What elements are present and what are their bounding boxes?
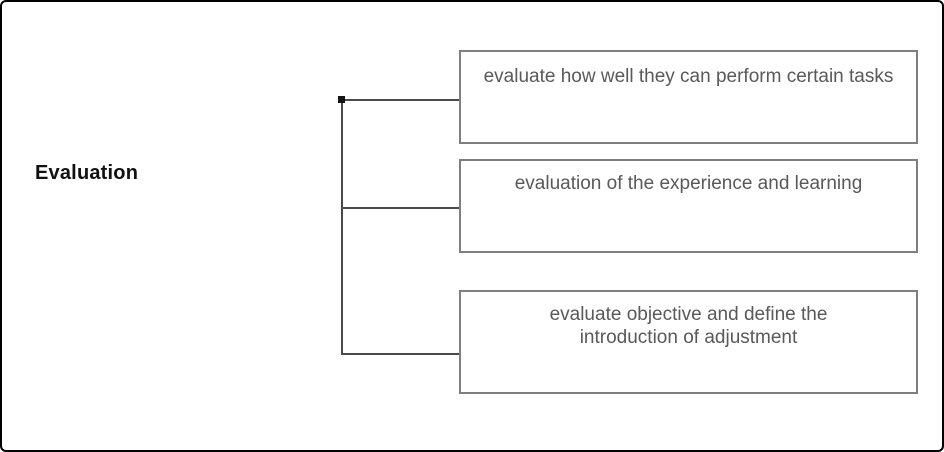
node-label: evaluate how well they can perform certa… [483, 66, 894, 87]
node-label: evaluate objective and define the introd… [549, 304, 828, 349]
node-label: evaluation of the experience and learnin… [514, 173, 863, 194]
connector-branch-bottom [341, 353, 459, 355]
connector-vertical-line [341, 99, 343, 355]
node-box-objective-adjustment: evaluate objective and define the introd… [459, 290, 918, 394]
node-box-perform-tasks: evaluate how well they can perform certa… [459, 50, 918, 144]
connector-joint-dot [338, 96, 345, 103]
connector-branch-middle [341, 207, 459, 209]
connector-branch-top [341, 99, 459, 101]
root-node-label: Evaluation [35, 162, 139, 184]
node-box-experience-learning: evaluation of the experience and learnin… [459, 159, 918, 253]
